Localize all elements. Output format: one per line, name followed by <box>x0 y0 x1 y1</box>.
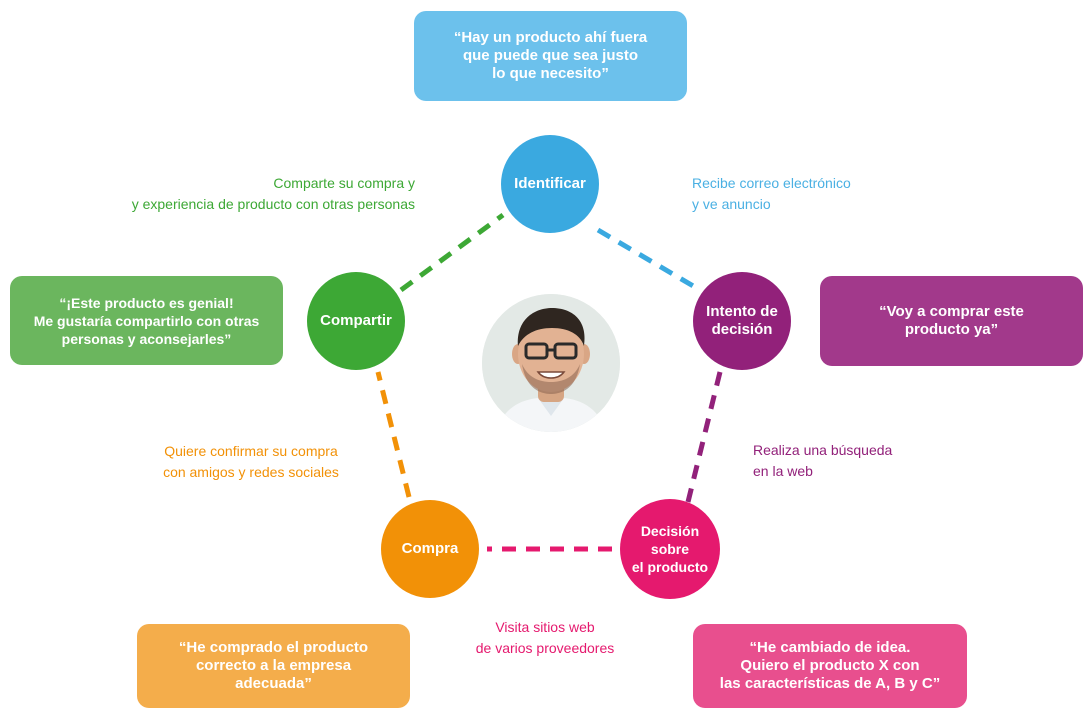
action-identificar-intento: Recibe correo electrónico y ve anuncio <box>692 175 851 212</box>
stage-compra: Compra <box>381 500 479 598</box>
connector-compra-compartir <box>375 371 412 498</box>
quote-box-decision: “He cambiado de idea. Quiero el producto… <box>693 624 967 708</box>
quote-identificar-text: “Hay un producto ahí fuera que puede que… <box>453 29 648 82</box>
quote-compra-text: “He comprado el producto correcto a la e… <box>178 639 369 692</box>
connector-compartir-identificar <box>399 212 505 293</box>
quote-box-intento: “Voy a comprar este producto ya” <box>820 276 1083 366</box>
quote-compartir-text: “¡Este producto es genial! Me gustaría c… <box>33 294 260 347</box>
action-compartir-identificar: Comparte su compra y y experiencia de pr… <box>131 175 415 212</box>
connector-intento-decision <box>685 371 723 503</box>
connector-identificar-intento <box>596 227 702 293</box>
quote-box-compartir: “¡Este producto es genial! Me gustaría c… <box>10 276 283 365</box>
stage-intento-decision: Intento de decisión <box>693 272 791 370</box>
quote-decision-text: “He cambiado de idea. Quiero el producto… <box>719 639 941 692</box>
quote-box-compra: “He comprado el producto correcto a la e… <box>137 624 410 708</box>
action-decision-compra: Visita sitios web de varios proveedores <box>475 619 615 656</box>
avatar <box>482 294 620 432</box>
action-intento-decision: Realiza una búsqueda en la web <box>753 442 893 479</box>
stage-compartir: Compartir <box>307 272 405 370</box>
person-portrait-icon <box>482 294 620 432</box>
action-compra-compartir: Quiere confirmar su compra con amigos y … <box>163 443 339 480</box>
quote-box-identificar: “Hay un producto ahí fuera que puede que… <box>414 11 687 101</box>
stage-decision-producto: Decisión sobre el producto <box>620 499 720 599</box>
stage-identificar: Identificar <box>501 135 599 233</box>
quote-intento-text: “Voy a comprar este producto ya” <box>879 303 1024 338</box>
